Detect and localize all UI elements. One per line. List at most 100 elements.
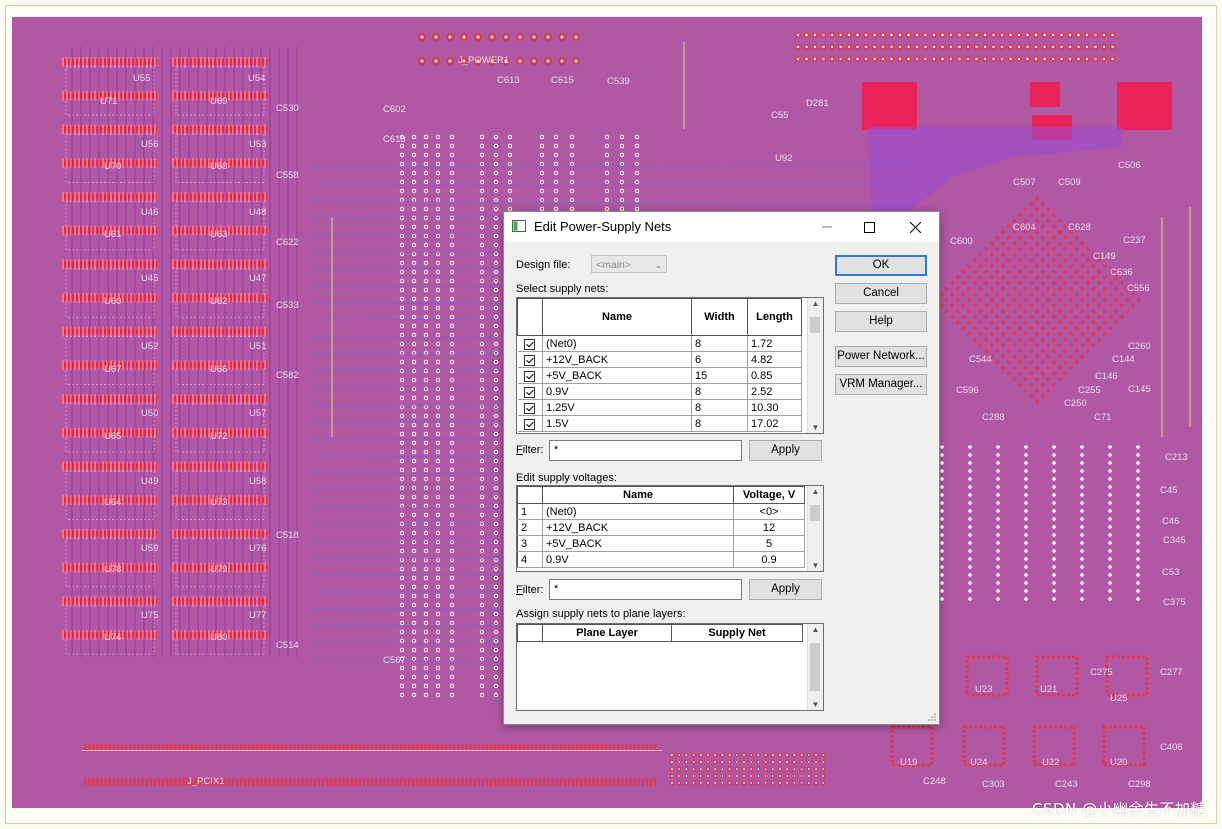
maximize-button[interactable] xyxy=(847,212,892,242)
net-length: 2.52 xyxy=(747,383,802,400)
ok-button[interactable]: OK xyxy=(835,255,927,276)
supply-voltages-scrollbar[interactable]: ▲ ▼ xyxy=(807,486,823,571)
designator-label: C622 xyxy=(276,237,299,248)
cancel-button[interactable]: Cancel xyxy=(835,283,927,304)
power-network-button[interactable]: Power Network... xyxy=(835,346,927,367)
net-width[interactable]: 6 xyxy=(691,351,748,368)
help-button[interactable]: Help xyxy=(835,311,927,332)
supply-nets-filter-input[interactable]: * xyxy=(549,440,742,461)
voltage-value[interactable]: <0> xyxy=(733,503,805,520)
net-width[interactable]: 8 xyxy=(691,335,748,352)
designator-label: C237 xyxy=(1123,235,1146,246)
plane-index-column-header xyxy=(517,624,543,642)
supply-net-column-header[interactable]: Supply Net xyxy=(671,624,803,642)
checkbox-checked-icon[interactable] xyxy=(523,338,535,350)
close-icon xyxy=(910,221,921,233)
net-width[interactable]: 8 xyxy=(691,399,748,416)
plane-layers-table: Plane Layer Supply Net xyxy=(517,624,803,642)
voltage-name-column-header[interactable]: Name xyxy=(542,486,734,504)
minimize-button[interactable] xyxy=(804,212,849,242)
plane-layer-column-header[interactable]: Plane Layer xyxy=(542,624,672,642)
designator-label: C596 xyxy=(956,385,979,396)
scroll-up-icon[interactable]: ▲ xyxy=(811,487,820,496)
voltage-row-index: 3 xyxy=(517,535,543,552)
scroll-down-icon[interactable]: ▼ xyxy=(811,700,820,709)
designator-label: U63 xyxy=(210,229,228,240)
voltage-column-header[interactable]: Voltage, V xyxy=(733,486,805,504)
checkbox-checked-icon[interactable] xyxy=(523,402,535,414)
title-bar[interactable]: Edit Power-Supply Nets xyxy=(504,212,939,242)
pcb-layout-canvas xyxy=(62,32,1191,786)
designator-label: C406 xyxy=(1160,742,1183,753)
designator-label: U51 xyxy=(249,341,267,352)
net-width[interactable]: 8 xyxy=(691,415,748,432)
designator-label: U67 xyxy=(104,364,122,375)
designator-label: U71 xyxy=(100,96,118,107)
supply-voltages-filter-input[interactable]: * xyxy=(549,579,742,600)
select-supply-nets-label: Select supply nets: xyxy=(516,283,609,295)
checkbox-checked-icon[interactable] xyxy=(523,354,535,366)
net-enabled-checkbox[interactable] xyxy=(517,335,543,352)
checkbox-checked-icon[interactable] xyxy=(523,370,535,382)
checkbox-checked-icon[interactable] xyxy=(523,418,535,430)
designator-label: U73 xyxy=(210,497,228,508)
scroll-up-icon[interactable]: ▲ xyxy=(811,625,820,634)
net-enabled-checkbox[interactable] xyxy=(517,367,543,384)
apply-filter-nets-button[interactable]: Apply xyxy=(749,440,822,461)
voltage-value[interactable]: 5 xyxy=(733,535,805,552)
dialog-title: Edit Power-Supply Nets xyxy=(534,219,672,234)
filter-label-2: Filter: xyxy=(516,584,544,596)
resize-grip-icon[interactable] xyxy=(927,712,937,722)
plane-layers-grid[interactable]: Plane Layer Supply Net ▲ ▼ xyxy=(516,623,824,711)
designator-label: U69 xyxy=(210,96,228,107)
supply-nets-scrollbar[interactable]: ▲ ▼ xyxy=(807,298,823,433)
scroll-up-icon[interactable]: ▲ xyxy=(811,299,820,308)
net-width[interactable]: 15 xyxy=(691,367,748,384)
designator-label: U62 xyxy=(210,296,228,307)
net-length: 1.72 xyxy=(747,335,802,352)
designator-label: C567 xyxy=(383,655,406,666)
net-width[interactable]: 8 xyxy=(691,383,748,400)
designator-label: U80 xyxy=(210,632,228,643)
net-enabled-checkbox[interactable] xyxy=(517,415,543,432)
design-file-label: Design file: xyxy=(516,259,571,271)
voltage-row[interactable]: 1(Net0)<0> xyxy=(517,503,805,520)
close-button[interactable] xyxy=(893,212,938,242)
apply-filter-voltages-button[interactable]: Apply xyxy=(749,579,822,600)
designator-label: C602 xyxy=(383,104,406,115)
scroll-thumb[interactable] xyxy=(810,317,820,333)
designator-label: C506 xyxy=(1118,160,1141,171)
vrm-manager-button[interactable]: VRM Manager... xyxy=(835,374,927,395)
designator-label: C533 xyxy=(276,300,299,311)
net-enabled-checkbox[interactable] xyxy=(517,383,543,400)
name-column-header[interactable]: Name xyxy=(542,298,692,336)
scroll-thumb[interactable] xyxy=(810,505,820,521)
design-file-select[interactable]: <main> ⌄ xyxy=(591,255,667,273)
checkbox-checked-icon[interactable] xyxy=(523,386,535,398)
width-column-header[interactable]: Width xyxy=(691,298,748,336)
net-enabled-checkbox[interactable] xyxy=(517,399,543,416)
voltage-net-name: 0.9V xyxy=(542,551,734,568)
voltage-value[interactable]: 0.9 xyxy=(733,551,805,568)
length-column-header[interactable]: Length xyxy=(747,298,802,336)
plane-layers-scrollbar[interactable]: ▲ ▼ xyxy=(807,624,823,710)
scroll-thumb[interactable] xyxy=(810,643,820,691)
designator-label: C55 xyxy=(771,110,789,121)
scroll-down-icon[interactable]: ▼ xyxy=(811,561,820,570)
net-enabled-checkbox[interactable] xyxy=(517,351,543,368)
scroll-down-icon[interactable]: ▼ xyxy=(811,423,820,432)
voltage-value[interactable]: 12 xyxy=(733,519,805,536)
net-name: +5V_BACK xyxy=(542,367,692,384)
